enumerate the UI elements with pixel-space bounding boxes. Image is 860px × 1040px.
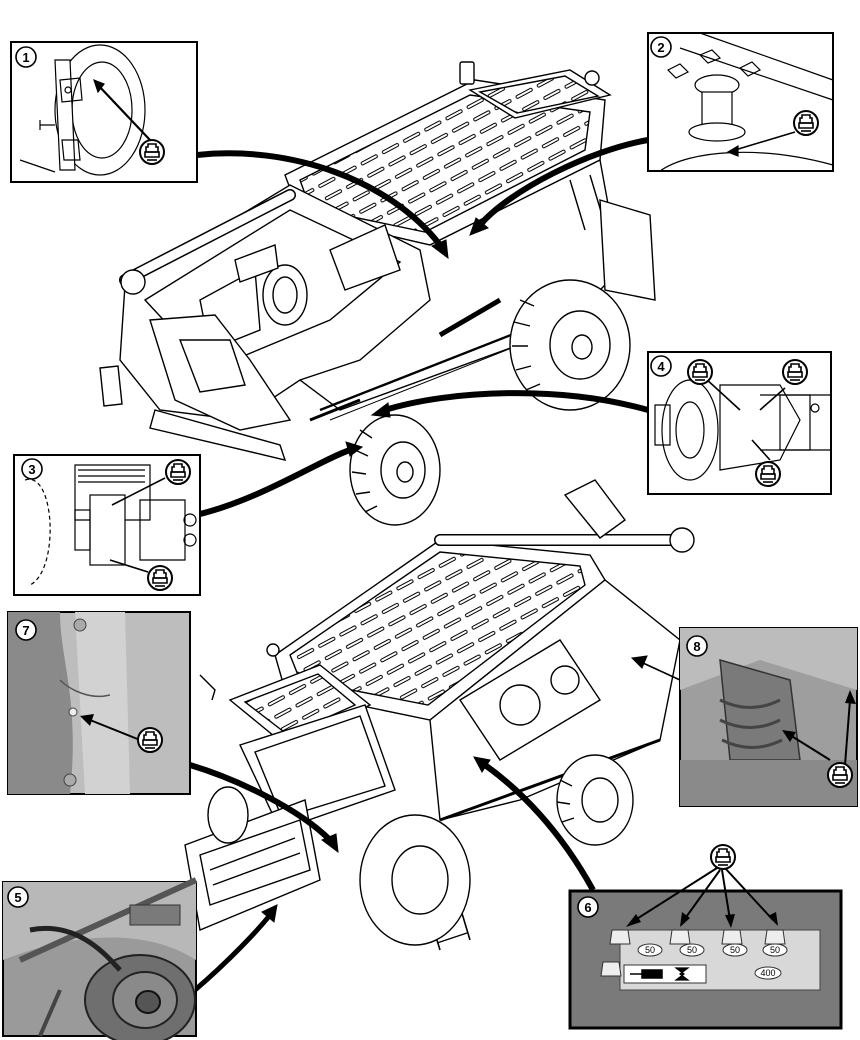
inset-1: 1 xyxy=(10,41,198,183)
callout-number: 6 xyxy=(584,900,591,915)
callout-2-circle xyxy=(650,36,672,58)
inset-2: 2 xyxy=(647,32,834,172)
hourglass-icon xyxy=(674,967,690,981)
grease-fitting-icon xyxy=(755,461,781,487)
callout-number: 8 xyxy=(693,639,700,654)
grease-gun-icon xyxy=(630,969,663,979)
inset-4: 4 xyxy=(647,351,832,495)
callout-8-circle xyxy=(686,635,708,657)
inset-3: 3 xyxy=(13,454,201,596)
grease-fitting-icon xyxy=(139,139,165,165)
grease-fitting-icon xyxy=(782,359,808,385)
callout-number: 5 xyxy=(14,890,21,905)
grease-fitting-icon xyxy=(710,844,736,870)
callout-3-circle xyxy=(21,458,43,480)
inset-8: 8 xyxy=(679,627,858,807)
callout-number: 3 xyxy=(28,462,35,477)
hour-label: 50 xyxy=(687,945,697,955)
grease-fitting-icon xyxy=(165,459,191,485)
inset-5: 5 xyxy=(2,877,198,1040)
callout-5-circle xyxy=(7,886,29,908)
grease-fitting-icon xyxy=(137,727,163,753)
callout-number: 4 xyxy=(657,359,665,374)
combine-front-view xyxy=(184,479,695,951)
grease-fitting-icon xyxy=(827,762,853,788)
grease-fitting-icon xyxy=(793,110,819,136)
hour-label: 50 xyxy=(770,945,780,955)
callout-1-circle xyxy=(15,46,37,68)
callout-6-circle xyxy=(577,896,599,918)
callout-7-circle xyxy=(15,619,37,641)
callout-4-circle xyxy=(650,355,672,377)
combine-rear-view xyxy=(99,61,656,526)
callout-number: 1 xyxy=(22,50,29,65)
grease-fitting-icon xyxy=(687,359,713,385)
hour-label: 50 xyxy=(645,945,655,955)
grease-fitting-row xyxy=(600,929,786,977)
callout-number: 2 xyxy=(657,40,664,55)
hour-label: 400 xyxy=(760,968,775,978)
grease-fitting-icon xyxy=(147,565,173,591)
inset-6: 50 50 50 50 400 6 xyxy=(568,844,843,1030)
hour-label: 50 xyxy=(730,945,740,955)
inset-7: 7 xyxy=(7,611,191,795)
leader-arrows xyxy=(189,137,681,992)
callout-number: 7 xyxy=(22,623,29,638)
